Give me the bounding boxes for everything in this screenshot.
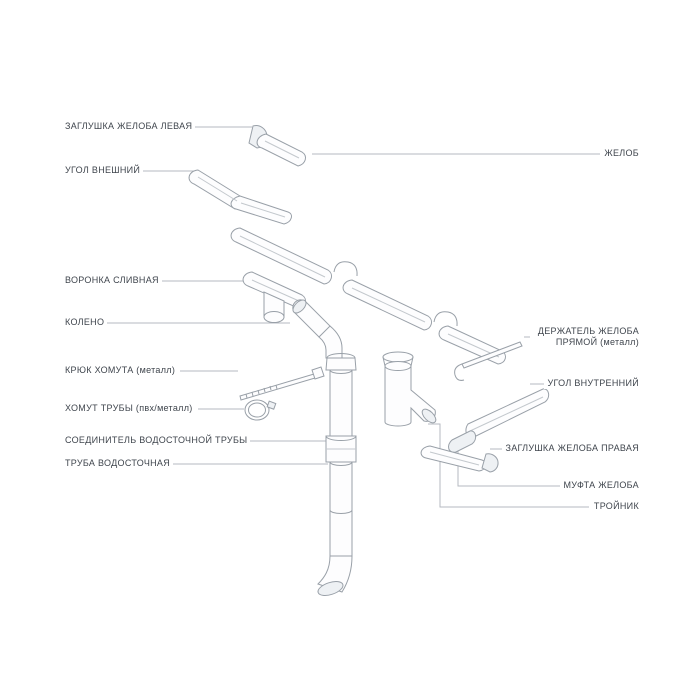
label-pipe-connector: СОЕДИНИТЕЛЬ ВОДОСТОЧНОЙ ТРУБЫ	[62, 435, 251, 446]
label-right-end-cap: ЗАГЛУШКА ЖЕЛОБА ПРАВАЯ	[502, 443, 642, 454]
label-gutter: ЖЕЛОБ	[601, 148, 642, 159]
part-right-end-cap	[420, 445, 499, 473]
part-straight-gutter-holder	[454, 341, 523, 381]
part-gutter-stub	[256, 133, 306, 167]
part-clamp-hook	[239, 366, 325, 401]
part-elbow	[292, 299, 343, 359]
part-gutter-coupling	[448, 430, 477, 453]
part-drain-funnel	[242, 271, 306, 323]
part-pipe-connector	[325, 435, 357, 463]
label-tee: ТРОЙНИК	[590, 501, 642, 512]
part-inner-corner	[465, 388, 550, 438]
label-gutter-coupling: МУФТА ЖЕЛОБА	[560, 480, 642, 491]
label-elbow: КОЛЕНО	[62, 317, 108, 328]
part-pipe-clamp	[244, 399, 277, 421]
label-clamp-hook: КРЮК ХОМУТА (металл)	[62, 365, 179, 376]
label-downpipe: ТРУБА ВОДОСТОЧНАЯ	[62, 458, 174, 469]
part-outer-corner	[188, 169, 292, 225]
part-downpipe	[317, 353, 357, 596]
label-drain-funnel: ВОРОНКА СЛИВНАЯ	[62, 275, 162, 286]
parts-artwork	[188, 125, 550, 596]
label-pipe-clamp: ХОМУТ ТРУБЫ (пвх/металл)	[62, 403, 196, 414]
label-left-end-cap: ЗАГЛУШКА ЖЕЛОБА ЛЕВАЯ	[62, 121, 196, 132]
label-inner-corner: УГОЛ ВНУТРЕННИЙ	[544, 378, 642, 389]
part-tee	[382, 351, 437, 427]
label-outer-corner: УГОЛ ВНЕШНИЙ	[62, 165, 144, 176]
part-pipe-outlet	[317, 555, 353, 596]
label-straight-holder: ДЕРЖАТЕЛЬ ЖЕЛОБА ПРЯМОЙ (металл)	[532, 326, 642, 348]
